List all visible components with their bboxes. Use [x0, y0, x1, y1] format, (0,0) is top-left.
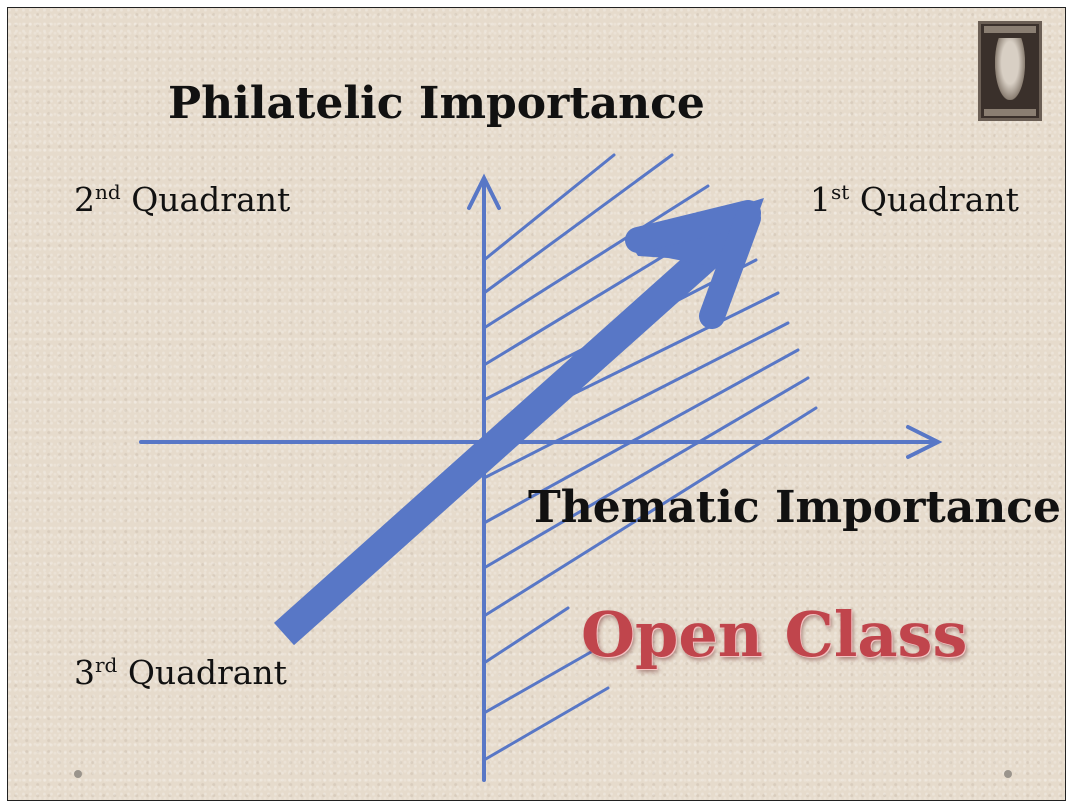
stamp-portrait: [995, 38, 1025, 100]
diagonal-arrow: [274, 198, 764, 646]
open-class-label: Open Class: [581, 598, 968, 671]
vertical-axis: [467, 173, 501, 782]
quadrant-diagram: [139, 153, 943, 782]
slide: Philatelic Importance 2nd Quadrant 1st Q…: [7, 7, 1066, 801]
postage-stamp-icon: [978, 21, 1042, 121]
quadrant-1-label: 1st Quadrant: [810, 180, 1019, 219]
y-axis-title: Philatelic Importance: [168, 78, 705, 129]
stamp-top-band: [984, 26, 1036, 33]
quadrant-3-label: 3rd Quadrant: [74, 653, 287, 692]
corner-dot-right: [1004, 770, 1012, 778]
corner-dot-left: [74, 770, 82, 778]
quadrant-2-label: 2nd Quadrant: [74, 180, 291, 219]
x-axis-title: Thematic Importance: [528, 482, 1061, 533]
horizontal-axis: [139, 425, 943, 459]
stamp-bottom-band: [984, 109, 1036, 116]
